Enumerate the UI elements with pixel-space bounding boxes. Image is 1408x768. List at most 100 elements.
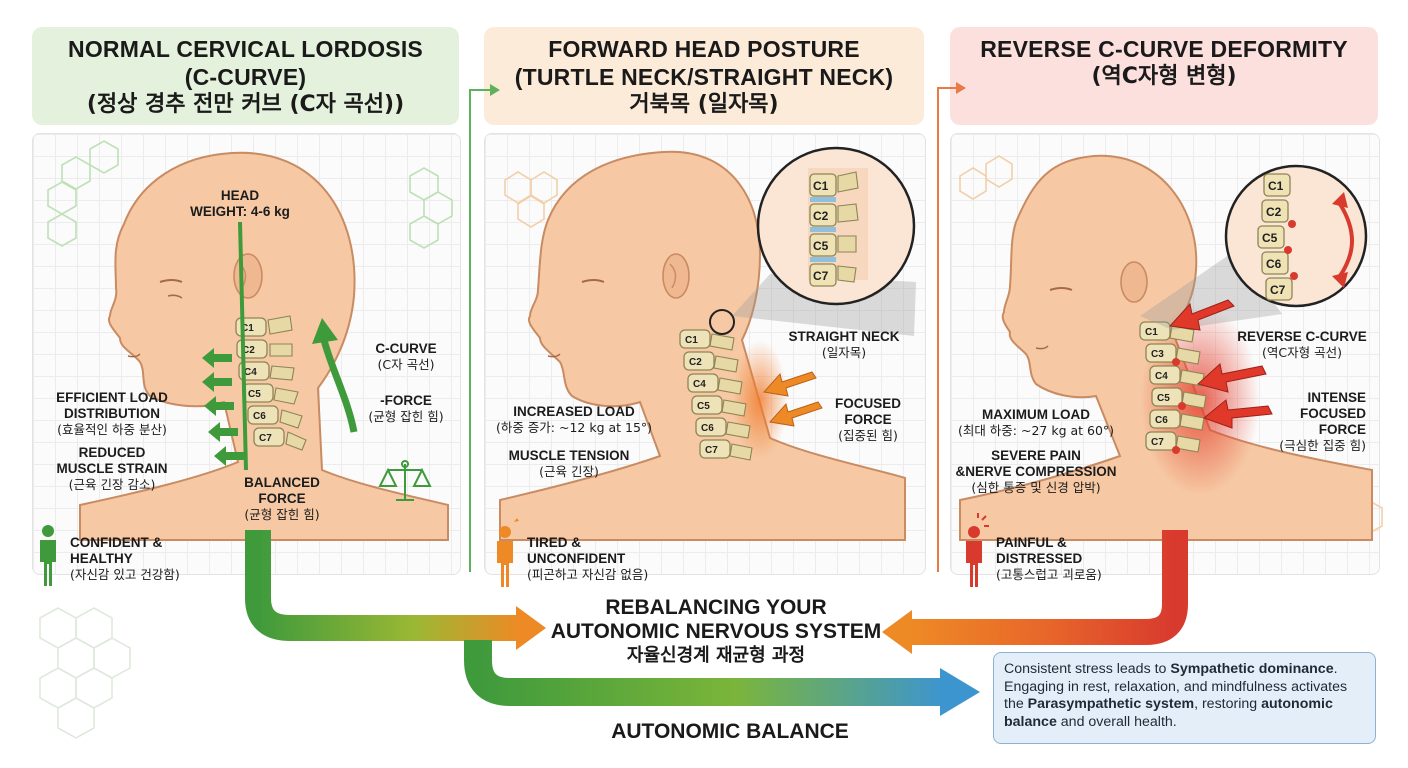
status-line: CONFIDENT &: [70, 535, 163, 550]
info-emphasis: Parasympathetic system: [1027, 696, 1195, 712]
label-line: SEVERE PAIN: [991, 448, 1081, 463]
person-healthy-icon: [40, 525, 56, 586]
header-title-korean: 거북목 (일자목): [629, 92, 779, 117]
label-korean: (일자목): [821, 345, 867, 360]
label-line: FORCE: [1318, 422, 1366, 437]
vertebra-label: C6: [701, 423, 714, 434]
label-line: EFFICIENT LOAD: [56, 390, 168, 405]
header-title-line1: REVERSE C-CURVE DEFORMITY: [980, 36, 1348, 62]
rebalance-arrow-left: [245, 530, 520, 641]
rebalance-arrow-right: [908, 530, 1188, 645]
label-line: C-CURVE: [375, 341, 437, 356]
label-line: MAXIMUM LOAD: [982, 407, 1090, 422]
panel-header-reverse-curve: REVERSE C-CURVE DEFORMITY (역C자형 변형): [950, 27, 1378, 125]
vertebra-label: C2: [1266, 205, 1282, 219]
flow-arrow-icon: [469, 89, 494, 572]
info-emphasis: autonomic balance: [1004, 696, 1333, 730]
flow-arrow-icon: [937, 87, 960, 572]
vertebra-label: C1: [1145, 327, 1158, 338]
rebalancing-title-line2: AUTONOMIC NERVOUS SYSTEM: [550, 620, 882, 643]
autonomic-balance-arrow: [464, 640, 944, 706]
panel-header-normal: NORMAL CERVICAL LORDOSIS (C-CURVE) (정상 경…: [32, 27, 459, 125]
severe-pain-label: SEVERE PAIN &NERVE COMPRESSION (심한 통증 및 …: [948, 448, 1124, 496]
label-korean: (균형 잡힌 힘): [368, 409, 444, 424]
label-korean: (근육 긴장): [539, 464, 599, 479]
head-weight-line2: WEIGHT: 4-6 kg: [190, 204, 290, 219]
info-text: and overall health.: [1056, 713, 1177, 730]
balance-scale-icon: [378, 460, 432, 501]
focused-force-arrows-icon: [763, 371, 823, 427]
vertebra-label: C1: [685, 335, 698, 346]
vertebra-label: C6: [1155, 415, 1168, 426]
zoom-inset-forward: C1 C2 C5 C7: [756, 146, 916, 306]
label-line: MUSCLE STRAIN: [56, 461, 168, 476]
vertebra-label: C5: [697, 401, 710, 412]
zoom-marker: [709, 309, 735, 335]
label-line: MUSCLE TENSION: [508, 448, 630, 463]
vertebra-label: C4: [244, 367, 257, 378]
focused-force-label: FOCUSED FORCE (집중된 힘): [818, 396, 918, 444]
status-line: HEALTHY: [70, 551, 133, 566]
c-curve-label: C-CURVE (C자 곡선): [356, 341, 456, 373]
status-line: TIRED &: [527, 535, 581, 550]
info-text: . Engaging in rest, relaxation, and mind…: [1004, 661, 1348, 712]
cervical-spine-forward: C1 C2 C4 C5 C6 C7: [679, 329, 753, 461]
label-line: FOCUSED: [834, 396, 901, 411]
c-curve-arrow-icon: [320, 339, 358, 433]
rebalancing-title-korean: 자율신경계 재균형 과정: [626, 645, 806, 666]
label-line: REDUCED: [78, 445, 146, 460]
vertebra-label: C7: [1270, 283, 1286, 297]
status-line: DISTRESSED: [996, 551, 1083, 566]
vertebra-label: C6: [1266, 257, 1282, 271]
head-illustration-reverse: C1 C3 C4 C5 C6 C7 C1 C2 C5 C6 C7: [959, 154, 1373, 541]
label-korean: (역C자형 곡선): [1262, 345, 1342, 360]
status-line: UNCONFIDENT: [527, 551, 626, 566]
hexagon-decoration-icon: [47, 140, 453, 249]
label-line: DISTRIBUTION: [64, 406, 160, 421]
zoom-inset-reverse: C1 C2 C5 C6 C7: [1224, 164, 1368, 308]
vertebra-label: C4: [693, 379, 706, 390]
label-korean: (근육 긴장 감소): [68, 477, 156, 492]
info-text: , restoring: [1194, 696, 1262, 712]
header-title-line1: FORWARD HEAD POSTURE: [548, 36, 860, 62]
c-curve-arrow-icon: [312, 318, 338, 344]
autonomic-balance-label: AUTONOMIC BALANCE: [611, 720, 849, 743]
header-title-korean: (정상 경추 전만 커브 (C자 곡선)): [86, 92, 405, 117]
weight-line: [238, 221, 248, 471]
label-line: &NERVE COMPRESSION: [955, 464, 1117, 479]
rebalancing-title-line1: REBALANCING YOUR: [605, 596, 827, 619]
status-korean: (피곤하고 자신감 없음): [527, 567, 649, 582]
straight-neck-label: STRAIGHT NECK (일자목): [774, 329, 914, 361]
label-korean: (효율적인 하중 분산): [57, 422, 167, 437]
head-weight-label: HEAD WEIGHT: 4-6 kg: [170, 188, 310, 220]
label-line: BALANCED: [244, 475, 320, 490]
vertebra-label: C3: [1151, 349, 1164, 360]
intense-force-label: INTENSE FOCUSED FORCE (극심한 집중 힘): [1266, 390, 1366, 454]
autonomic-balance-arrow-head: [940, 668, 980, 716]
label-line: REVERSE C-CURVE: [1237, 329, 1367, 344]
intense-force-arrows-icon: [1168, 299, 1273, 429]
vertebra-label: C7: [705, 445, 718, 456]
maximum-load-label: MAXIMUM LOAD (최대 하중: ~27 kg at 60°): [956, 407, 1116, 439]
info-emphasis: Sympathetic dominance: [1170, 661, 1334, 677]
rebalancing-title: REBALANCING YOUR AUTONOMIC NERVOUS SYSTE…: [530, 596, 902, 668]
person-tired-icon: [497, 518, 519, 587]
force-label: -FORCE (균형 잡힌 힘): [356, 393, 456, 425]
header-title-korean: (역C자형 변형): [1091, 64, 1237, 89]
status-line: PAINFUL &: [996, 535, 1067, 550]
vertebra-label: C1: [813, 179, 829, 193]
vertebra-label: C5: [813, 239, 829, 253]
vertebra-label: C5: [1157, 393, 1170, 404]
info-box: Consistent stress leads to Sympathetic d…: [993, 652, 1376, 744]
hexagon-decoration-icon: [39, 607, 131, 739]
cervical-spine-reverse: C1 C3 C4 C5 C6 C7: [1139, 321, 1207, 454]
label-korean: (심한 통증 및 신경 압박): [971, 480, 1101, 495]
head-illustration-forward: C1 C2 C4 C5 C6 C7 C1 C2 C5 C7: [499, 146, 916, 541]
vertebra-label: C2: [689, 357, 702, 368]
vertebra-label: C2: [242, 345, 255, 356]
label-korean: (최대 하중: ~27 kg at 60°): [957, 423, 1115, 438]
vertebra-label: C1: [241, 323, 254, 334]
vertebra-label: C7: [1151, 437, 1164, 448]
label-korean: (C자 곡선): [377, 357, 435, 372]
